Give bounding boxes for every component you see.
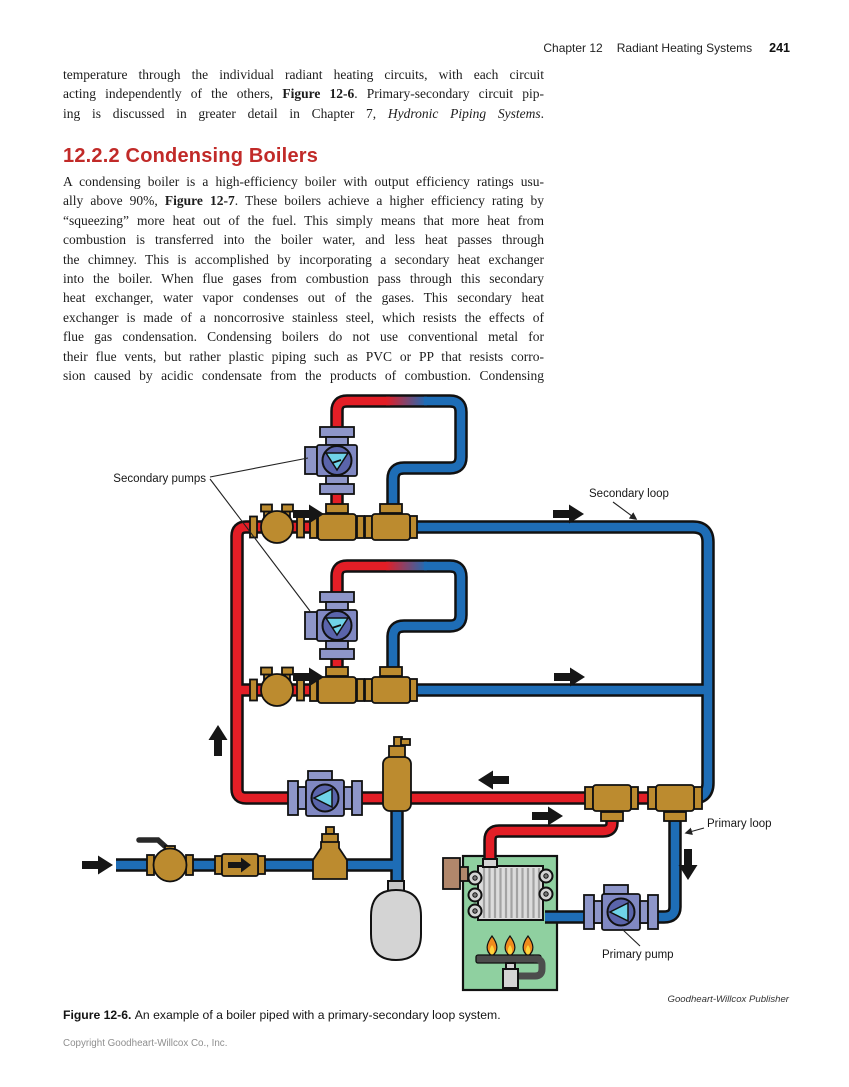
body-paragraph: A condensing boiler is a high-efficiency… (63, 174, 544, 384)
expansion-tank (370, 880, 422, 962)
flow-arrow-up-icon (208, 725, 228, 756)
secondary-pump-2 (304, 591, 358, 660)
primary-tee-supply (584, 784, 639, 822)
flow-arrow-right-icon (553, 504, 584, 524)
circuit-2-supply-pipe (332, 561, 390, 687)
leader-line (621, 928, 641, 947)
circuit-1-supply-pipe (332, 396, 390, 524)
figure-12-6-diagram: Secondary pumps Secondary loop Primary l… (82, 394, 790, 1005)
check-valve (214, 853, 266, 877)
supply-riser-and-primary-line-pipe (232, 522, 680, 803)
valve-handle (136, 837, 171, 852)
gas-fitting (502, 968, 519, 989)
air-separator (382, 736, 412, 812)
figure-labels: Secondary pumps Secondary loop Primary l… (113, 457, 790, 1005)
figure-caption: Figure 12-6. An example of a boiler pipe… (63, 1008, 501, 1022)
circuit-1-return-pipe (388, 396, 466, 524)
publisher-credit: Goodheart-Willcox Publisher (668, 994, 790, 1005)
label-primary-loop: Primary loop (707, 818, 772, 830)
flow-check-valve-circuit-1 (249, 503, 305, 544)
primary-tee-return (647, 784, 703, 822)
flow-arrow-right-icon (293, 667, 324, 687)
heat-exchanger (467, 858, 554, 921)
primary-return-pipe (545, 804, 680, 922)
flow-arrow-right-icon (293, 504, 324, 524)
label-secondary-loop: Secondary loop (589, 488, 669, 500)
section-heading: 12.2.2 Condensing Boilers (63, 145, 319, 167)
flow-arrow-right-icon (532, 806, 563, 826)
label-primary-pump: Primary pump (602, 949, 674, 961)
tee-circuit-1-return (364, 503, 418, 541)
tee-circuit-2-return (364, 666, 418, 704)
burner-assembly (475, 954, 546, 989)
hx-inlet-collar (482, 858, 498, 868)
flow-arrow-left-icon (478, 770, 509, 790)
flow-arrow-right-icon (82, 855, 113, 875)
header-page-number: 241 (769, 41, 790, 55)
page-header: Chapter 12 Radiant Heating Systems 241 (0, 41, 790, 55)
circuit-2-return-pipe (388, 561, 466, 687)
leader-line (612, 501, 638, 520)
flue-vent (442, 857, 461, 890)
hx-coil-loops (467, 868, 554, 919)
burner-flames (486, 934, 534, 957)
header-section-title: Radiant Heating Systems (616, 41, 753, 55)
ball-valve (136, 837, 194, 883)
boiler-supply-pipe (485, 804, 617, 864)
leader-line (209, 478, 311, 612)
flow-arrow-down-icon (678, 849, 698, 880)
primary-line-circulator (287, 770, 363, 817)
secondary-pump-1 (304, 426, 358, 495)
leader-line (684, 827, 705, 836)
flow-check-valve-circuit-2 (249, 666, 305, 707)
intro-paragraph: temperature through the individual radia… (63, 67, 544, 121)
leader-line (209, 457, 309, 478)
flow-direction-arrow-icon (228, 857, 251, 873)
flow-arrows (82, 504, 698, 880)
label-secondary-pumps: Secondary pumps (113, 473, 206, 485)
tee-circuit-2-supply (309, 666, 365, 704)
flow-arrow-right-icon (554, 667, 585, 687)
primary-pump (583, 884, 659, 931)
header-chapter: Chapter 12 (543, 41, 603, 55)
tee-circuit-1-supply (309, 503, 365, 541)
copyright-line: Copyright Goodheart-Willcox Co., Inc. (63, 1038, 228, 1049)
pressure-reducing-valve (312, 826, 348, 880)
